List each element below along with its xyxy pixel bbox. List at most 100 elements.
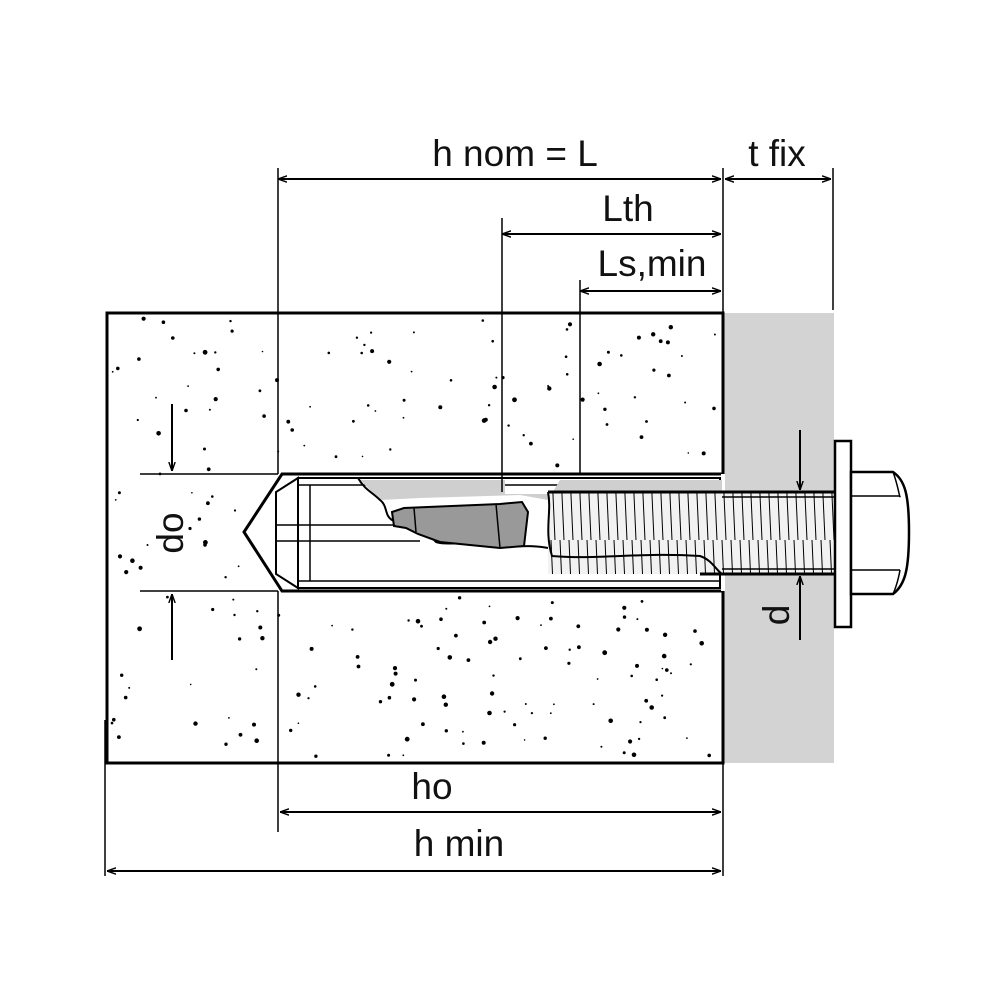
speckle: [644, 698, 649, 703]
speckle: [444, 729, 448, 733]
speckle: [597, 361, 602, 367]
speckle: [402, 398, 406, 402]
speckle: [211, 607, 215, 612]
speckle: [262, 414, 266, 418]
speckle: [402, 754, 405, 757]
speckle: [360, 351, 364, 355]
speckle: [193, 352, 196, 355]
speckle: [503, 710, 506, 713]
hex-nut: [849, 470, 911, 596]
l-s-min-label: Ls,min: [598, 243, 707, 284]
speckle: [414, 678, 417, 682]
speckle: [668, 325, 673, 330]
speckle: [631, 752, 637, 758]
speckle: [580, 397, 585, 402]
speckle: [492, 384, 497, 390]
speckle: [481, 740, 486, 745]
speckle: [447, 655, 453, 660]
speckle: [203, 543, 207, 547]
speckle: [296, 692, 301, 697]
speckle: [110, 721, 114, 725]
speckle: [635, 663, 639, 668]
speckle: [530, 712, 534, 715]
speckle: [491, 339, 495, 343]
speckle: [493, 636, 498, 641]
speckle: [197, 517, 202, 521]
speckle: [155, 396, 157, 399]
speckle: [389, 448, 392, 451]
speckle: [161, 320, 166, 325]
speckle: [297, 722, 300, 724]
speckle: [606, 350, 610, 354]
speckle: [412, 697, 417, 702]
speckle: [544, 646, 548, 650]
d-o-label: do: [150, 512, 191, 553]
speckle: [686, 737, 688, 739]
speckle: [482, 620, 487, 625]
speckle: [518, 657, 522, 661]
speckle: [117, 735, 121, 739]
speckle: [572, 438, 574, 441]
speckle: [356, 664, 361, 669]
speckle: [665, 668, 669, 672]
speckle: [404, 736, 410, 742]
speckle: [415, 618, 421, 624]
h-o-label: ho: [411, 766, 452, 807]
speckle: [543, 736, 547, 740]
speckle: [188, 526, 192, 531]
speckle: [374, 410, 377, 412]
d-label: d: [756, 605, 797, 626]
speckle: [213, 397, 218, 402]
speckle: [124, 570, 129, 575]
speckle: [661, 653, 667, 659]
speckle: [555, 463, 560, 468]
speckle: [208, 408, 211, 411]
speckle: [667, 373, 671, 378]
speckle: [228, 717, 230, 719]
speckle: [123, 695, 128, 700]
speckle: [608, 718, 613, 724]
speckle: [378, 700, 383, 704]
speckle: [370, 349, 375, 354]
speckle: [620, 354, 623, 357]
speckle: [314, 754, 318, 758]
speckle: [630, 674, 633, 678]
speckle: [616, 627, 621, 632]
h-nom-label: h nom = L: [432, 133, 598, 174]
speckle: [628, 739, 633, 744]
speckle: [603, 407, 607, 411]
speckle: [596, 678, 599, 680]
speckle: [663, 716, 667, 720]
speckle: [191, 492, 193, 494]
threaded-bolt: [547, 490, 835, 576]
speckle: [187, 385, 190, 387]
speckle: [529, 441, 533, 446]
speckle: [289, 728, 293, 733]
speckle: [547, 386, 552, 391]
speckle: [636, 335, 641, 340]
speckle: [662, 632, 668, 637]
speckle: [366, 404, 370, 407]
speckle: [407, 619, 410, 622]
speckle: [645, 420, 648, 423]
speckle: [141, 316, 146, 321]
speckle: [445, 607, 448, 610]
speckle: [564, 355, 568, 359]
speckle: [120, 673, 124, 677]
speckle: [363, 343, 366, 347]
speckle: [261, 350, 264, 353]
speckle: [687, 452, 690, 454]
speckle: [454, 633, 458, 638]
dimension-lines: [107, 179, 831, 871]
speckle: [462, 742, 465, 745]
speckle: [137, 357, 141, 361]
speckle: [309, 405, 311, 408]
speckle: [112, 717, 116, 722]
speckle: [387, 753, 391, 757]
speckle: [421, 722, 425, 727]
speckle: [193, 721, 198, 726]
speckle: [565, 328, 569, 331]
speckle: [449, 379, 453, 382]
speckle: [655, 678, 658, 681]
